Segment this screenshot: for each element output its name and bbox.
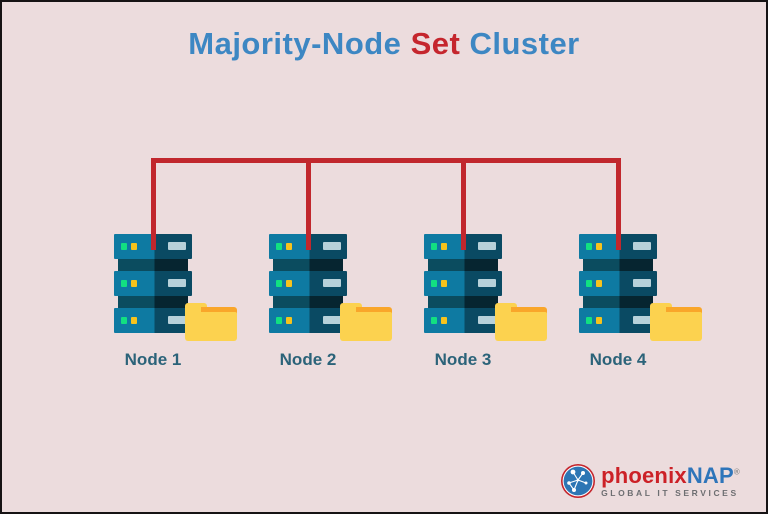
drive-bay xyxy=(478,316,496,324)
server-stack-icon xyxy=(269,234,347,333)
folder-icon xyxy=(185,303,237,341)
trademark-symbol: ® xyxy=(733,467,740,477)
drive-bay xyxy=(168,242,186,250)
led-green-icon xyxy=(276,243,282,250)
drive-bay xyxy=(323,279,341,287)
server-connector xyxy=(583,259,653,271)
server-connector xyxy=(583,296,653,308)
drive-bay xyxy=(633,316,651,324)
drive-bay xyxy=(168,279,186,287)
folder-icon xyxy=(650,303,702,341)
connector-vertical-line-1 xyxy=(151,158,156,250)
node-label: Node 4 xyxy=(589,350,647,369)
page-title: Majority-Node Set Cluster xyxy=(2,26,766,62)
brand-nap: NAP xyxy=(686,462,734,488)
title-part-1: Majority-Node xyxy=(188,26,402,61)
led-yellow-icon xyxy=(596,280,602,287)
led-yellow-icon xyxy=(131,243,137,250)
connector-vertical-line-3 xyxy=(461,158,466,250)
phoenixnap-logo: phoenixNAP® GLOBAL IT SERVICES xyxy=(560,463,740,499)
led-green-icon xyxy=(276,317,282,324)
server-unit xyxy=(114,271,192,296)
server-unit xyxy=(114,308,192,333)
led-yellow-icon xyxy=(131,280,137,287)
logo-tagline: GLOBAL IT SERVICES xyxy=(601,487,739,498)
led-yellow-icon xyxy=(441,243,447,250)
server-stack-icon xyxy=(424,234,502,333)
folder-body xyxy=(185,312,237,341)
server-stack-icon xyxy=(114,234,192,333)
server-connector xyxy=(428,259,498,271)
title-part-2: Set xyxy=(410,26,461,61)
server-unit xyxy=(579,271,657,296)
led-green-icon xyxy=(431,317,437,324)
server-connector xyxy=(273,259,343,271)
led-yellow-icon xyxy=(441,280,447,287)
connector-vertical-line-4 xyxy=(616,158,621,250)
node-label: Node 2 xyxy=(279,350,337,369)
logo-text: phoenixNAP® GLOBAL IT SERVICES xyxy=(601,462,740,498)
led-yellow-icon xyxy=(596,243,602,250)
server-connector xyxy=(273,296,343,308)
drive-bay xyxy=(168,316,186,324)
drive-bay xyxy=(633,242,651,250)
led-green-icon xyxy=(586,280,592,287)
folder-icon xyxy=(495,303,547,341)
server-unit xyxy=(424,308,502,333)
drive-bay xyxy=(323,242,341,250)
led-yellow-icon xyxy=(131,317,137,324)
server-unit xyxy=(424,271,502,296)
drive-bay xyxy=(478,242,496,250)
drive-bay xyxy=(633,279,651,287)
brand-phoenix: phoenix xyxy=(601,462,687,488)
node-group-1: Node 1 xyxy=(114,234,240,374)
connector-vertical-line-2 xyxy=(306,158,311,250)
led-green-icon xyxy=(121,317,127,324)
node-label: Node 3 xyxy=(434,350,492,369)
title-part-3: Cluster xyxy=(469,26,580,61)
node-label: Node 1 xyxy=(124,350,182,369)
led-yellow-icon xyxy=(596,317,602,324)
drive-bay xyxy=(323,316,341,324)
led-green-icon xyxy=(431,243,437,250)
server-unit xyxy=(269,271,347,296)
led-green-icon xyxy=(586,243,592,250)
brand-name: phoenixNAP® xyxy=(601,462,740,488)
server-connector xyxy=(118,296,188,308)
led-yellow-icon xyxy=(286,317,292,324)
led-green-icon xyxy=(121,280,127,287)
led-yellow-icon xyxy=(286,243,292,250)
drive-bay xyxy=(478,279,496,287)
led-yellow-icon xyxy=(441,317,447,324)
server-connector xyxy=(428,296,498,308)
folder-icon xyxy=(340,303,392,341)
led-green-icon xyxy=(431,280,437,287)
server-unit xyxy=(269,308,347,333)
node-group-3: Node 3 xyxy=(424,234,550,374)
folder-body xyxy=(340,312,392,341)
led-green-icon xyxy=(276,280,282,287)
globe-network-icon xyxy=(561,464,596,498)
connector-horizontal-line xyxy=(152,158,620,163)
led-green-icon xyxy=(121,243,127,250)
server-unit xyxy=(579,308,657,333)
node-group-4: Node 4 xyxy=(579,234,705,374)
node-group-2: Node 2 xyxy=(269,234,395,374)
led-yellow-icon xyxy=(286,280,292,287)
folder-body xyxy=(495,312,547,341)
led-green-icon xyxy=(586,317,592,324)
folder-body xyxy=(650,312,702,341)
server-connector xyxy=(118,259,188,271)
